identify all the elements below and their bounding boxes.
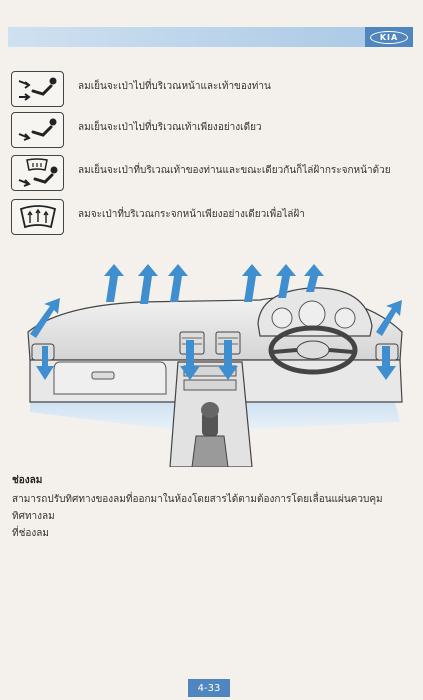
page-number: 4-33 (188, 679, 230, 697)
brand-logo-text: KIA (370, 30, 408, 44)
section-body-line: สามารถปรับทิศทางของลมที่ออกมาในห้องโดยสา… (12, 494, 383, 522)
mode-row-face-foot: ลมเย็นจะเป่าไปที่บริเวณหน้าและเท้าของท่า… (11, 71, 411, 107)
header-bar (8, 27, 413, 47)
mode-row-defrost: ลมจะเป่าที่บริเวณกระจกหน้าเพียงอย่างเดีย… (11, 199, 411, 235)
mode-description: ลมเย็นจะเป่าไปที่บริเวณหน้าและเท้าของท่า… (78, 81, 271, 92)
foot-vent-icon (11, 112, 64, 148)
section-title: ช่องลม (12, 475, 43, 486)
mode-description: ลมจะเป่าที่บริเวณกระจกหน้าเพียงอย่างเดีย… (78, 209, 305, 220)
foot-and-defrost-icon (11, 155, 64, 191)
brand-logo: KIA (365, 27, 413, 47)
mode-description: ลมเย็นจะเป่าไปที่บริเวณเท้าเพียงอย่างเดี… (78, 122, 262, 133)
dashboard-vent-illustration (20, 262, 410, 468)
windshield-defrost-icon (11, 199, 64, 235)
face-and-foot-vent-icon (11, 71, 64, 107)
section-body-line: ที่ช่องลม (12, 528, 49, 539)
mode-row-foot: ลมเย็นจะเป่าไปที่บริเวณเท้าเพียงอย่างเดี… (11, 112, 411, 148)
mode-row-foot-defrost: ลมเย็นจะเป่าที่บริเวณเท้าของท่านและขณะเด… (11, 155, 411, 191)
mode-description: ลมเย็นจะเป่าที่บริเวณเท้าของท่านและขณะเด… (78, 165, 391, 176)
section-body: สามารถปรับทิศทางของลมที่ออกมาในห้องโดยสา… (12, 491, 412, 542)
